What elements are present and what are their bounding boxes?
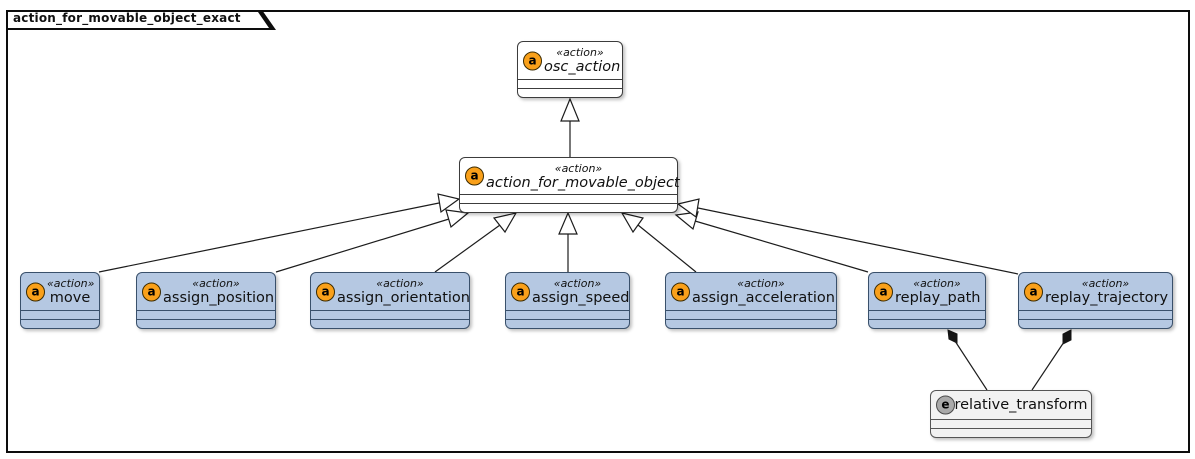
methods-compartment <box>311 319 469 328</box>
attributes-compartment <box>506 310 629 319</box>
frame-title: action_for_movable_object_exact <box>13 11 241 25</box>
class-stereotype: «action» <box>553 277 602 290</box>
action-spot-icon: a <box>142 282 161 301</box>
class-name: assign_speed <box>532 290 630 306</box>
class-name: assign_acceleration <box>692 290 835 306</box>
attributes-compartment <box>137 310 275 319</box>
class-header: a «action» assign_orientation <box>311 273 470 310</box>
frame-title-tab-face <box>8 12 269 28</box>
class-header: e relative_transform <box>931 391 1091 419</box>
class-assign-orientation: a «action» assign_orientation <box>310 272 470 329</box>
class-action-for-movable-object: a «action» action_for_movable_object <box>459 157 680 213</box>
class-header: a «action» move <box>21 273 99 310</box>
attributes-compartment <box>518 79 622 88</box>
class-assign-speed: a «action» assign_speed <box>505 272 630 329</box>
class-stereotype: «action» <box>376 277 424 290</box>
class-name: move <box>49 290 91 306</box>
class-name: osc_action <box>544 59 621 75</box>
class-name: replay_path <box>895 290 981 306</box>
class-header: a «action» assign_position <box>137 273 275 310</box>
class-assign-acceleration: a «action» assign_acceleration <box>665 272 837 329</box>
action-spot-icon: a <box>316 282 335 301</box>
class-header: a «action» assign_acceleration <box>666 273 836 310</box>
action-spot-icon: a <box>874 282 893 301</box>
action-spot-icon: a <box>671 282 690 301</box>
methods-compartment <box>666 319 836 328</box>
class-name: assign_orientation <box>337 290 470 306</box>
methods-compartment <box>460 203 677 212</box>
attributes-compartment <box>311 310 469 319</box>
class-name: relative_transform <box>954 396 1088 413</box>
diagram-frame <box>6 10 1190 453</box>
action-spot-icon: a <box>523 51 542 70</box>
class-header: a «action» replay_trajectory <box>1019 273 1172 310</box>
class-replay-path: a «action» replay_path <box>868 272 986 329</box>
class-name: replay_trajectory <box>1045 290 1169 306</box>
class-stereotype: «action» <box>1081 277 1130 290</box>
class-header: a «action» action_for_movable_object <box>460 158 680 194</box>
methods-compartment <box>518 88 622 97</box>
methods-compartment <box>21 319 99 328</box>
class-stereotype: «action» <box>47 277 95 290</box>
class-move: a «action» move <box>20 272 100 329</box>
class-header: a «action» osc_action <box>518 42 622 79</box>
class-header: a «action» assign_speed <box>506 273 629 310</box>
enum-spot-icon: e <box>936 395 955 415</box>
class-stereotype: «action» <box>192 277 240 290</box>
class-replay-trajectory: a «action» replay_trajectory <box>1018 272 1173 329</box>
attributes-compartment <box>21 310 99 319</box>
class-osc-action: a «action» osc_action <box>517 41 623 98</box>
class-assign-position: a «action» assign_position <box>136 272 276 329</box>
methods-compartment <box>1019 319 1172 328</box>
action-spot-icon: a <box>1024 282 1043 301</box>
class-name: assign_position <box>163 290 275 306</box>
attributes-compartment <box>869 310 985 319</box>
class-header: a «action» replay_path <box>869 273 985 310</box>
methods-compartment <box>931 428 1091 437</box>
action-spot-icon: a <box>465 166 484 186</box>
methods-compartment <box>506 319 629 328</box>
attributes-compartment <box>931 419 1091 428</box>
attributes-compartment <box>460 194 677 203</box>
action-spot-icon: a <box>511 282 530 301</box>
class-stereotype: «action» <box>913 277 961 290</box>
class-stereotype: «action» <box>554 162 603 175</box>
methods-compartment <box>137 319 275 328</box>
class-name: action_for_movable_object <box>486 175 680 191</box>
class-stereotype: «action» <box>737 277 785 290</box>
action-spot-icon: a <box>26 282 45 301</box>
attributes-compartment <box>1019 310 1172 319</box>
attributes-compartment <box>666 310 836 319</box>
methods-compartment <box>869 319 985 328</box>
class-stereotype: «action» <box>556 46 604 59</box>
class-relative-transform: e relative_transform <box>930 390 1092 438</box>
